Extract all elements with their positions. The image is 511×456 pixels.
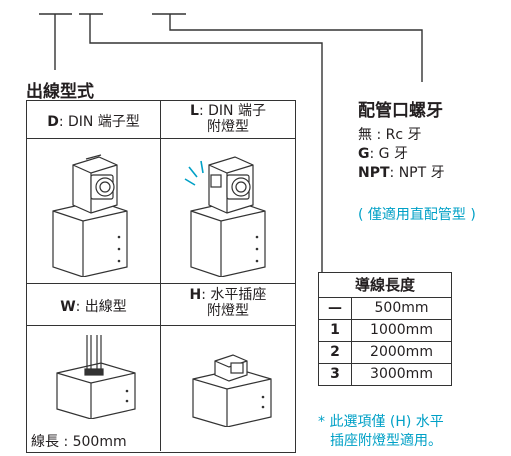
wire-lead-valve-image — [56, 335, 136, 419]
option-w-text: : 出線型 — [75, 299, 127, 315]
lead-length-note-2: 插座附燈型適用。 — [330, 433, 442, 449]
lead-length-note-1: * 此選項僅 (H) 水平 — [318, 414, 444, 430]
wire-length-label: 線長 : 500mm — [31, 434, 127, 450]
option-h-label: H: 水平插座 附燈型 — [161, 287, 295, 319]
din-terminal-lamp-valve-image — [184, 156, 266, 277]
option-l-text: : DIN 端子 — [198, 103, 266, 119]
divider — [27, 283, 295, 284]
option-w-code: W — [60, 299, 76, 315]
port-thread-option-g: G: G 牙 — [358, 146, 408, 162]
port-thread-note: ( 僅適用直配管型 ) — [358, 207, 476, 223]
divider — [27, 138, 295, 139]
din-terminal-valve-image — [52, 154, 128, 277]
divider — [27, 325, 295, 326]
option-l-text2: 附燈型 — [207, 119, 249, 135]
port-thread-title: 配管口螺牙 — [358, 101, 443, 121]
port-thread-options: 無 : Rc 牙 G: G 牙 NPT: NPT 牙 — [358, 126, 445, 183]
divider — [160, 101, 161, 451]
lead-length-row: —500mm — [319, 297, 451, 319]
option-h-text: : 水平插座 — [201, 287, 267, 303]
option-h-text2: 附燈型 — [207, 303, 249, 319]
horizontal-socket-lamp-valve-image — [192, 354, 272, 427]
output-type-table: D: DIN 端子型 L: DIN 端子 附燈型 W: 出線型 H: 水平插座 … — [26, 100, 296, 453]
option-l-label: L: DIN 端子 附燈型 — [161, 103, 295, 135]
option-d-text: : DIN 端子型 — [58, 114, 140, 130]
option-l-code: L — [190, 103, 199, 119]
option-d-label: D: DIN 端子型 — [27, 111, 160, 131]
port-thread-option-rc: 無 : Rc 牙 — [358, 127, 422, 143]
option-h-code: H — [189, 287, 202, 303]
output-type-title: 出線型式 — [26, 82, 94, 102]
port-thread-option-npt: NPT: NPT 牙 — [358, 165, 445, 181]
option-w-label: W: 出線型 — [27, 296, 160, 316]
lead-length-title: 導線長度 — [354, 276, 415, 294]
option-d-code: D — [47, 114, 59, 130]
